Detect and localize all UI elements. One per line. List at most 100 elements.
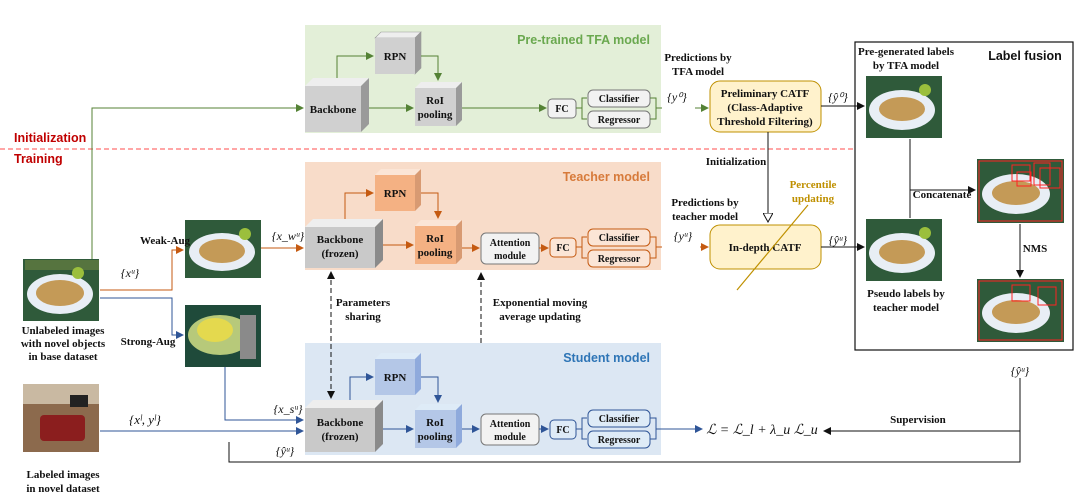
labeled-image — [23, 384, 99, 452]
student-attention-block: Attention module — [480, 413, 540, 446]
svg-text:Attention: Attention — [490, 419, 531, 430]
svg-text:pooling: pooling — [418, 109, 453, 121]
teacher-arrows — [344, 189, 709, 259]
pred-tfa-label-2: TFA model — [672, 66, 724, 78]
y0-math: {y⁰} — [667, 90, 687, 104]
pred-teacher-label-1: Predictions by — [671, 197, 739, 209]
tfa-regressor-block: Regressor — [587, 110, 651, 129]
pregen-label-1: Pre-generated labels — [858, 46, 955, 58]
svg-text:RoI: RoI — [426, 417, 444, 429]
teacher-roi-pooling-block: RoI pooling — [415, 220, 462, 264]
weak-aug-image — [185, 220, 261, 278]
svg-text:Classifier: Classifier — [599, 94, 640, 105]
svg-text:Regressor: Regressor — [598, 254, 641, 265]
loss-math: ℒ = ℒ_l + λ_u ℒ_u — [706, 423, 818, 438]
tfa-fc-block: FC — [547, 98, 577, 119]
svg-text:RPN: RPN — [384, 51, 407, 63]
unlabeled-image — [23, 259, 99, 321]
input-arrows — [91, 104, 304, 435]
fusion-arrows — [228, 102, 1024, 463]
yhatu-bottom-math: {ŷᵘ} — [276, 444, 295, 458]
svg-text:pooling: pooling — [418, 431, 453, 443]
pregen-labels-image — [866, 76, 942, 138]
student-arrows — [349, 373, 703, 440]
tfa-arrows — [336, 52, 709, 120]
initialization-arrow-label: Initialization — [706, 156, 767, 168]
svg-text:RoI: RoI — [426, 233, 444, 245]
svg-text:Backbone: Backbone — [317, 234, 364, 246]
svg-text:FC: FC — [556, 243, 569, 254]
pregen-label-2: by TFA model — [873, 60, 939, 72]
svg-text:Regressor: Regressor — [598, 115, 641, 126]
params-label-2: sharing — [345, 311, 381, 323]
weak-aug-label: Weak-Aug — [140, 235, 191, 247]
teacher-attention-block: Attention module — [480, 232, 540, 265]
student-roi-pooling-block: RoI pooling — [415, 404, 462, 448]
percentile-updating-arrow — [736, 204, 809, 291]
concatenate-label: Concatenate — [913, 189, 972, 201]
concatenated-labels-image — [977, 159, 1064, 223]
yhat0-math: {ŷ⁰} — [828, 90, 848, 104]
ema-label-1: Exponential moving — [493, 297, 588, 309]
svg-text:Preliminary CATF: Preliminary CATF — [721, 88, 810, 100]
strong-aug-image — [185, 305, 261, 367]
yhatu-math: {ŷᵘ} — [829, 233, 848, 247]
percentile-label-1: Percentile — [790, 179, 837, 191]
teacher-backbone-block: Backbone (frozen) — [305, 219, 383, 268]
teacher-rpn-block: RPN — [375, 169, 421, 211]
preliminary-catf-block: Preliminary CATF (Class-Adaptive Thresho… — [709, 80, 822, 133]
pseudo-label-1: Pseudo labels by — [867, 288, 945, 300]
svg-text:Backbone: Backbone — [310, 104, 357, 116]
svg-text:RPN: RPN — [384, 372, 407, 384]
ema-label-2: average updating — [499, 311, 581, 323]
indepth-catf-block: In-depth CATF — [709, 224, 822, 270]
tfa-roi-pooling-block: RoI pooling — [415, 82, 462, 126]
svg-text:module: module — [494, 432, 526, 443]
student-regressor-block: Regressor — [587, 430, 651, 449]
pseudo-label-2: teacher model — [873, 302, 939, 314]
svg-text:Regressor: Regressor — [598, 435, 641, 446]
unlabeled-label-1: Unlabeled images — [22, 325, 106, 337]
strong-aug-label: Strong-Aug — [121, 336, 176, 348]
pseudo-labels-image — [866, 219, 942, 281]
svg-text:Backbone: Backbone — [317, 417, 364, 429]
nms-label: NMS — [1023, 243, 1047, 255]
teacher-classifier-block: Classifier — [587, 228, 651, 247]
student-classifier-block: Classifier — [587, 409, 651, 428]
svg-text:FC: FC — [555, 104, 568, 115]
labeled-label-1: Labeled images — [26, 469, 100, 481]
xsu-math: {x_sᵘ} — [273, 402, 302, 416]
labeled-label-2: in novel dataset — [26, 483, 100, 495]
svg-text:(frozen): (frozen) — [321, 431, 358, 443]
label-fusion-title: Label fusion — [988, 49, 1062, 63]
training-section-label: Training — [14, 152, 63, 166]
svg-text:Classifier: Classifier — [599, 414, 640, 425]
svg-text:(Class-Adaptive: (Class-Adaptive — [727, 102, 802, 114]
student-panel-title: Student model — [563, 351, 650, 365]
supervision-label: Supervision — [890, 414, 946, 426]
tfa-classifier-block: Classifier — [587, 89, 651, 108]
yhatu-fusion-math: {ŷᵘ} — [1011, 364, 1030, 378]
pred-teacher-label-2: teacher model — [672, 211, 738, 223]
svg-text:In-depth CATF: In-depth CATF — [729, 242, 802, 254]
student-rpn-block: RPN — [375, 353, 421, 395]
unlabeled-label-2: with novel objects — [21, 338, 106, 350]
svg-text:module: module — [494, 251, 526, 262]
tfa-backbone-block: Backbone — [305, 78, 369, 132]
xu-math: {xᵘ} — [121, 266, 140, 280]
pred-tfa-label-1: Predictions by — [664, 52, 732, 64]
svg-text:Threshold Filtering): Threshold Filtering) — [717, 116, 813, 128]
initialization-section-label: Initialization — [14, 131, 86, 145]
params-label-1: Parameters — [336, 297, 391, 309]
label-fusion-panel — [854, 41, 1074, 351]
svg-text:RoI: RoI — [426, 95, 444, 107]
svg-text:Attention: Attention — [490, 238, 531, 249]
xwu-math: {x_wᵘ} — [272, 229, 305, 243]
svg-text:RPN: RPN — [384, 188, 407, 200]
student-backbone-block: Backbone (frozen) — [305, 400, 383, 452]
tfa-panel-title: Pre-trained TFA model — [517, 33, 650, 47]
svg-text:(frozen): (frozen) — [321, 248, 358, 260]
svg-text:pooling: pooling — [418, 247, 453, 259]
unlabeled-label-3: in base dataset — [28, 351, 97, 363]
percentile-label-2: updating — [792, 193, 835, 205]
